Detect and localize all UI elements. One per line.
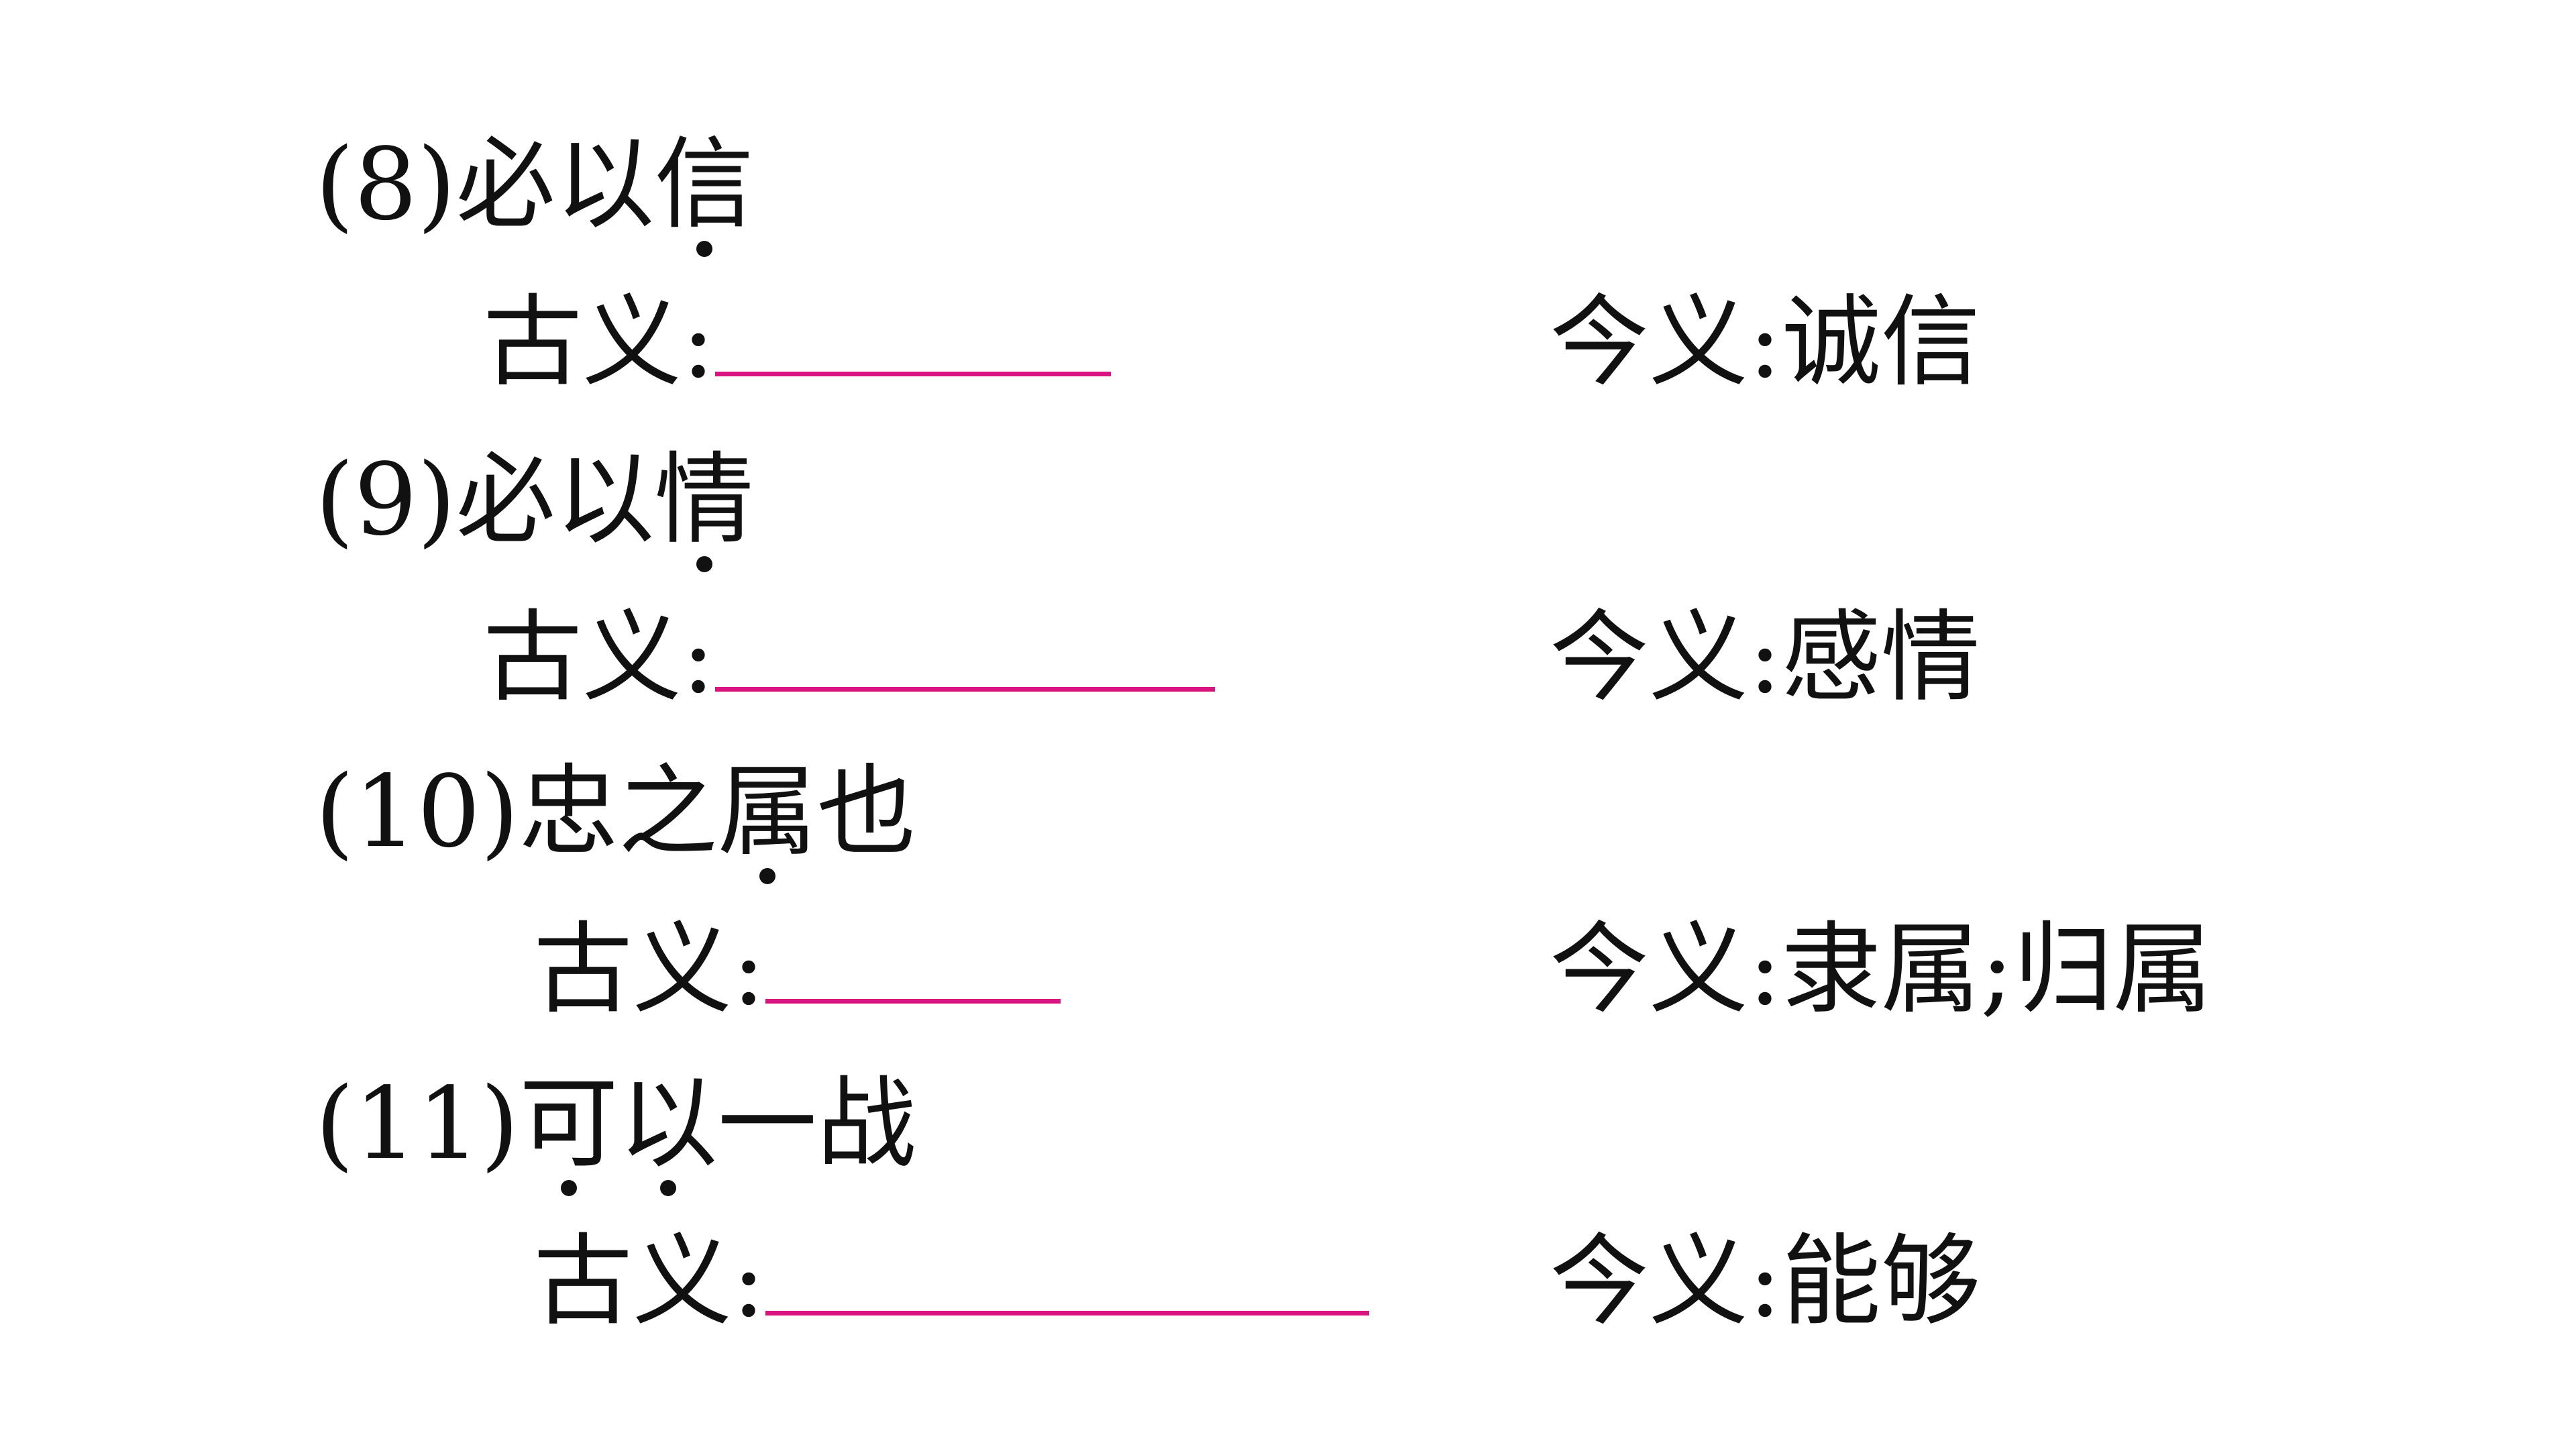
item-8-heading: (8)必以信 — [315, 124, 754, 257]
item-8-jin-value: 诚信 — [1781, 284, 1980, 400]
item-11-gu-label: 古义: — [533, 1224, 765, 1339]
item-10-char-3-dotted: 属 — [718, 751, 817, 884]
item-10-jin-label: 今义: — [1550, 912, 1782, 1027]
item-8-char-1: 必 — [455, 127, 555, 242]
item-11-jin-value: 能够 — [1781, 1224, 1980, 1339]
item-8-char-2: 以 — [555, 127, 655, 242]
item-10-answer-blank[interactable] — [765, 918, 1061, 1004]
item-9-jin-row: 今义:感情 — [1550, 597, 1980, 718]
item-9-gu-row: 古义: — [483, 597, 1215, 718]
item-10-gu-row: 古义: — [533, 909, 1061, 1030]
item-10-jin-value: 隶属;归属 — [1781, 912, 2212, 1027]
item-9-char-1: 必 — [455, 442, 555, 557]
item-9-gu-label: 古义: — [483, 600, 715, 715]
item-10-jin-row: 今义:隶属;归属 — [1550, 909, 2212, 1030]
item-11-char-3: 一 — [717, 1066, 817, 1181]
item-9-answer-blank[interactable] — [714, 606, 1215, 692]
item-11-char-2-dotted: 以 — [619, 1063, 718, 1196]
item-10-gu-label: 古义: — [533, 912, 765, 1027]
item-8-gu-row: 古义: — [483, 282, 1111, 402]
item-9-jin-label: 今义: — [1550, 600, 1782, 715]
item-11-gu-row: 古义: — [533, 1221, 1369, 1342]
item-8-jin-label: 今义: — [1550, 284, 1782, 400]
item-11-jin-row: 今义:能够 — [1550, 1221, 1980, 1342]
item-9-number: (9) — [315, 442, 456, 557]
item-8-gu-label: 古义: — [483, 284, 715, 400]
item-11-number: (11) — [315, 1066, 519, 1181]
item-11-char-4: 战 — [816, 1066, 916, 1181]
item-11-char-1-dotted: 可 — [519, 1063, 619, 1196]
item-10-number: (10) — [315, 754, 519, 869]
item-11-answer-blank[interactable] — [765, 1230, 1369, 1316]
item-8-char-3-dotted: 信 — [655, 124, 754, 257]
item-9-heading: (9)必以情 — [315, 439, 754, 572]
item-8-jin-row: 今义:诚信 — [1550, 282, 1980, 402]
item-10-char-4: 也 — [816, 754, 916, 869]
item-9-char-3-dotted: 情 — [655, 439, 754, 572]
item-11-heading: (11)可以一战 — [315, 1063, 916, 1196]
item-10-char-2: 之 — [618, 754, 718, 869]
item-8-number: (8) — [315, 127, 456, 242]
item-10-char-1: 忠 — [519, 754, 619, 869]
item-8-answer-blank[interactable] — [714, 291, 1111, 376]
item-10-heading: (10)忠之属也 — [315, 751, 916, 884]
item-9-char-2: 以 — [555, 442, 655, 557]
item-11-jin-label: 今义: — [1550, 1224, 1782, 1339]
item-9-jin-value: 感情 — [1781, 600, 1980, 715]
